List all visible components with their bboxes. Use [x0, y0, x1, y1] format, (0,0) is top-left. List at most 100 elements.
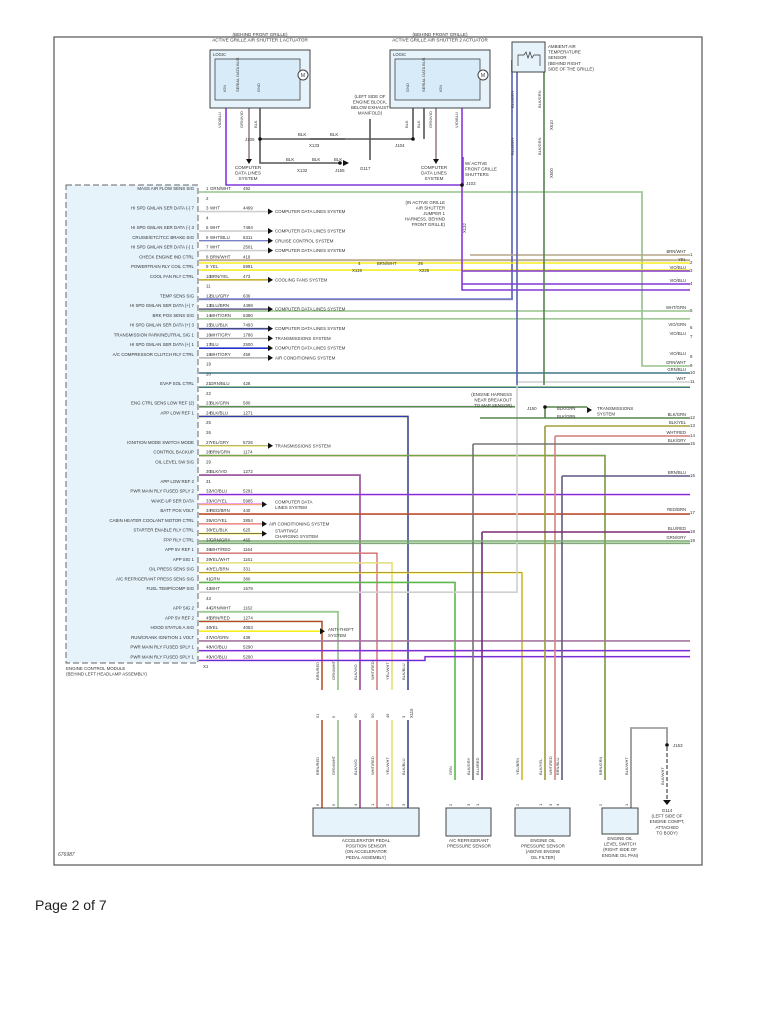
right-exit-color: VIO/BLU: [669, 278, 686, 283]
ecm-circuit-number: 1164: [243, 547, 253, 552]
wire-color-label: GRN/VIO: [239, 111, 244, 128]
wire-fuel-temp: [199, 385, 518, 593]
x132-vertical-label: X132: [462, 223, 467, 233]
right-exit-color: BLK/GRN: [668, 412, 686, 417]
wire-color-label: VIO/BLU: [217, 112, 222, 128]
dest-system-label: AIR CONDITIONING SYSTEM: [275, 355, 336, 360]
right-exit-color: RED/BRN: [667, 507, 686, 512]
wire-app-low-ref-1-stripe: [199, 416, 409, 690]
computer-data-2-line: DATA LINES: [421, 171, 447, 176]
arrow-icon: [268, 442, 273, 449]
app-wire-color: BRN/RED: [315, 757, 320, 775]
ac-wire-color: BLU/RED: [475, 758, 480, 775]
ecm-circuit-number: 1174: [243, 450, 253, 455]
right-exit-number: 7: [690, 334, 693, 339]
right-exit-number: 14: [690, 433, 695, 438]
x115-pin: 4: [358, 261, 361, 266]
right-exit-number: 18: [690, 529, 695, 534]
arrow-icon: [262, 520, 267, 527]
wire-oil-level-stripe: [199, 455, 606, 780]
wire-oil-press-stripe: [199, 572, 523, 780]
ecm-circuit-number: 2500: [243, 342, 253, 347]
ecm-pin-number: 22: [206, 391, 211, 396]
wire-app-5v-2-stripe: [199, 621, 323, 690]
ecm-wire-color: YEL/GRY: [210, 440, 229, 445]
right-exit-color: VIO/BLU: [669, 351, 686, 356]
x133-label: X133: [309, 143, 320, 148]
ac-sensor-title-line: A/C REFRIGERANT: [449, 838, 489, 843]
ecm-pin-label: HI SPD GMLAN SER DATA (+) 7: [130, 303, 195, 308]
dest-system-label: COOLING FANS SYSTEM: [275, 277, 328, 282]
ecm-wire-color: YEL/WHT: [210, 557, 230, 562]
down-arrow-icon: [433, 159, 439, 164]
ecm-pin-number: 37: [206, 537, 211, 542]
right-exit-color: BLU/RED: [668, 526, 686, 531]
j104-label: J104: [395, 143, 405, 148]
x115-pin: 5: [331, 715, 336, 718]
ac-sensor-block: [445, 807, 492, 837]
oil-sensor-title-line: OIL FILTER): [531, 855, 556, 860]
ecm-pin-label: STARTER ENABLE RLY CTRL: [133, 528, 194, 533]
right-exit-color: GRN/GRY: [667, 535, 687, 540]
ecm-pin-number: 44: [206, 606, 211, 611]
j103-splice: [460, 183, 464, 187]
ambient-sensor-title-line: SENSOR: [548, 55, 567, 60]
switch-pin: 2: [598, 803, 603, 806]
jumper-note-line: HARNESS, BEHIND: [405, 217, 445, 222]
dest-line: LINES SYSTEM: [275, 505, 307, 510]
ecm-pin-number: 19: [206, 362, 211, 367]
wire-color-label: BLK: [253, 120, 258, 128]
shutter-2-title-line: (BEHIND FRONT GRILLE): [412, 32, 468, 37]
shutter-1-title-line: (BEHIND FRONT GRILLE): [232, 32, 288, 37]
ecm-wire-color: BLU/GRY: [210, 293, 229, 298]
dest-system-label: COMPUTER DATA LINES SYSTEM: [275, 346, 346, 351]
ecm-pin-label: APP 5V REF 2: [165, 615, 195, 620]
ecm-wire-color: BRN/WHT: [210, 254, 231, 259]
ecm-wire-color: BLU/BLK: [210, 323, 228, 328]
ecm-pin-number: 3: [206, 206, 209, 211]
dest-line: CHARGING SYSTEM: [275, 534, 318, 539]
ecm-pin-label: ENG CTRL SENS LOW REF (2): [131, 401, 195, 406]
wires-layer: [199, 60, 690, 810]
right-exit-number: 6: [690, 325, 693, 330]
ecm-pin-number: 2: [206, 196, 209, 201]
dest-system-label: TRANSMISSIONS SYSTEM: [275, 336, 331, 341]
right-exit-number: 11: [690, 379, 695, 384]
ecm-wire-color: BLK/GRN: [210, 401, 229, 406]
ecm-circuit-number: 6311: [243, 235, 253, 240]
ecm-pin-number: 11: [206, 284, 211, 289]
x115-wire-color: GRN/WHT: [331, 660, 336, 680]
ecm-wire-color: VIO/YEL: [210, 518, 228, 523]
ecm-pin-label: HI SPD GMLAN SER DATA (+) 1: [130, 342, 195, 347]
app-pin: 4: [353, 803, 358, 806]
shutters-note-line: SHUTTERS: [465, 172, 489, 177]
ground-location-note-line: MANIFOLD): [358, 111, 383, 116]
ecm-pin-number: 33: [206, 498, 211, 503]
ac-pin: 3: [466, 803, 471, 806]
ecm-circuit-number: 4498: [243, 303, 253, 308]
right-exit-number: 5: [690, 308, 693, 313]
ecm-wire-color: BLU/BRN: [210, 303, 229, 308]
wire-jumper-out-stripe: [461, 186, 690, 291]
wire-app-sig-1-stripe: [199, 562, 393, 690]
g114-title-line: G114: [662, 808, 673, 813]
x115-wire-color: BLK/VIO: [353, 664, 358, 680]
ecm-wire-color: YEL: [210, 625, 219, 630]
ecm-connector-label: X1: [203, 664, 209, 669]
figure-number: 676987: [58, 852, 75, 858]
ecm-circuit-number: 1271: [243, 410, 253, 415]
ecm-pin-label: HOOD STATUS A SIG: [150, 625, 194, 630]
app-sensor-title-line: PEDAL ASSEMBLY): [346, 855, 387, 860]
ground-location-note-line: (LEFT SIDE OF: [355, 94, 386, 99]
ecm-circuit-number: 3854: [243, 518, 253, 523]
ecm-pin-label: PWR MAIN RLY FUSED SPLY 1: [130, 645, 194, 650]
down-arrow-icon: [246, 159, 252, 164]
x115-pin: 49: [385, 713, 390, 718]
oil-pin: 4: [555, 803, 560, 806]
arrow-icon: [268, 354, 273, 361]
ecm-circuit-number: 1272: [243, 469, 253, 474]
blk-label: BLK: [286, 157, 294, 162]
ecm-circuit-number: 428: [243, 381, 251, 386]
shutter-1-title-line: ACTIVE GRILLE AIR SHUTTER 1 ACTUATOR: [212, 38, 308, 43]
ecm-wire-color: YEL: [210, 264, 219, 269]
